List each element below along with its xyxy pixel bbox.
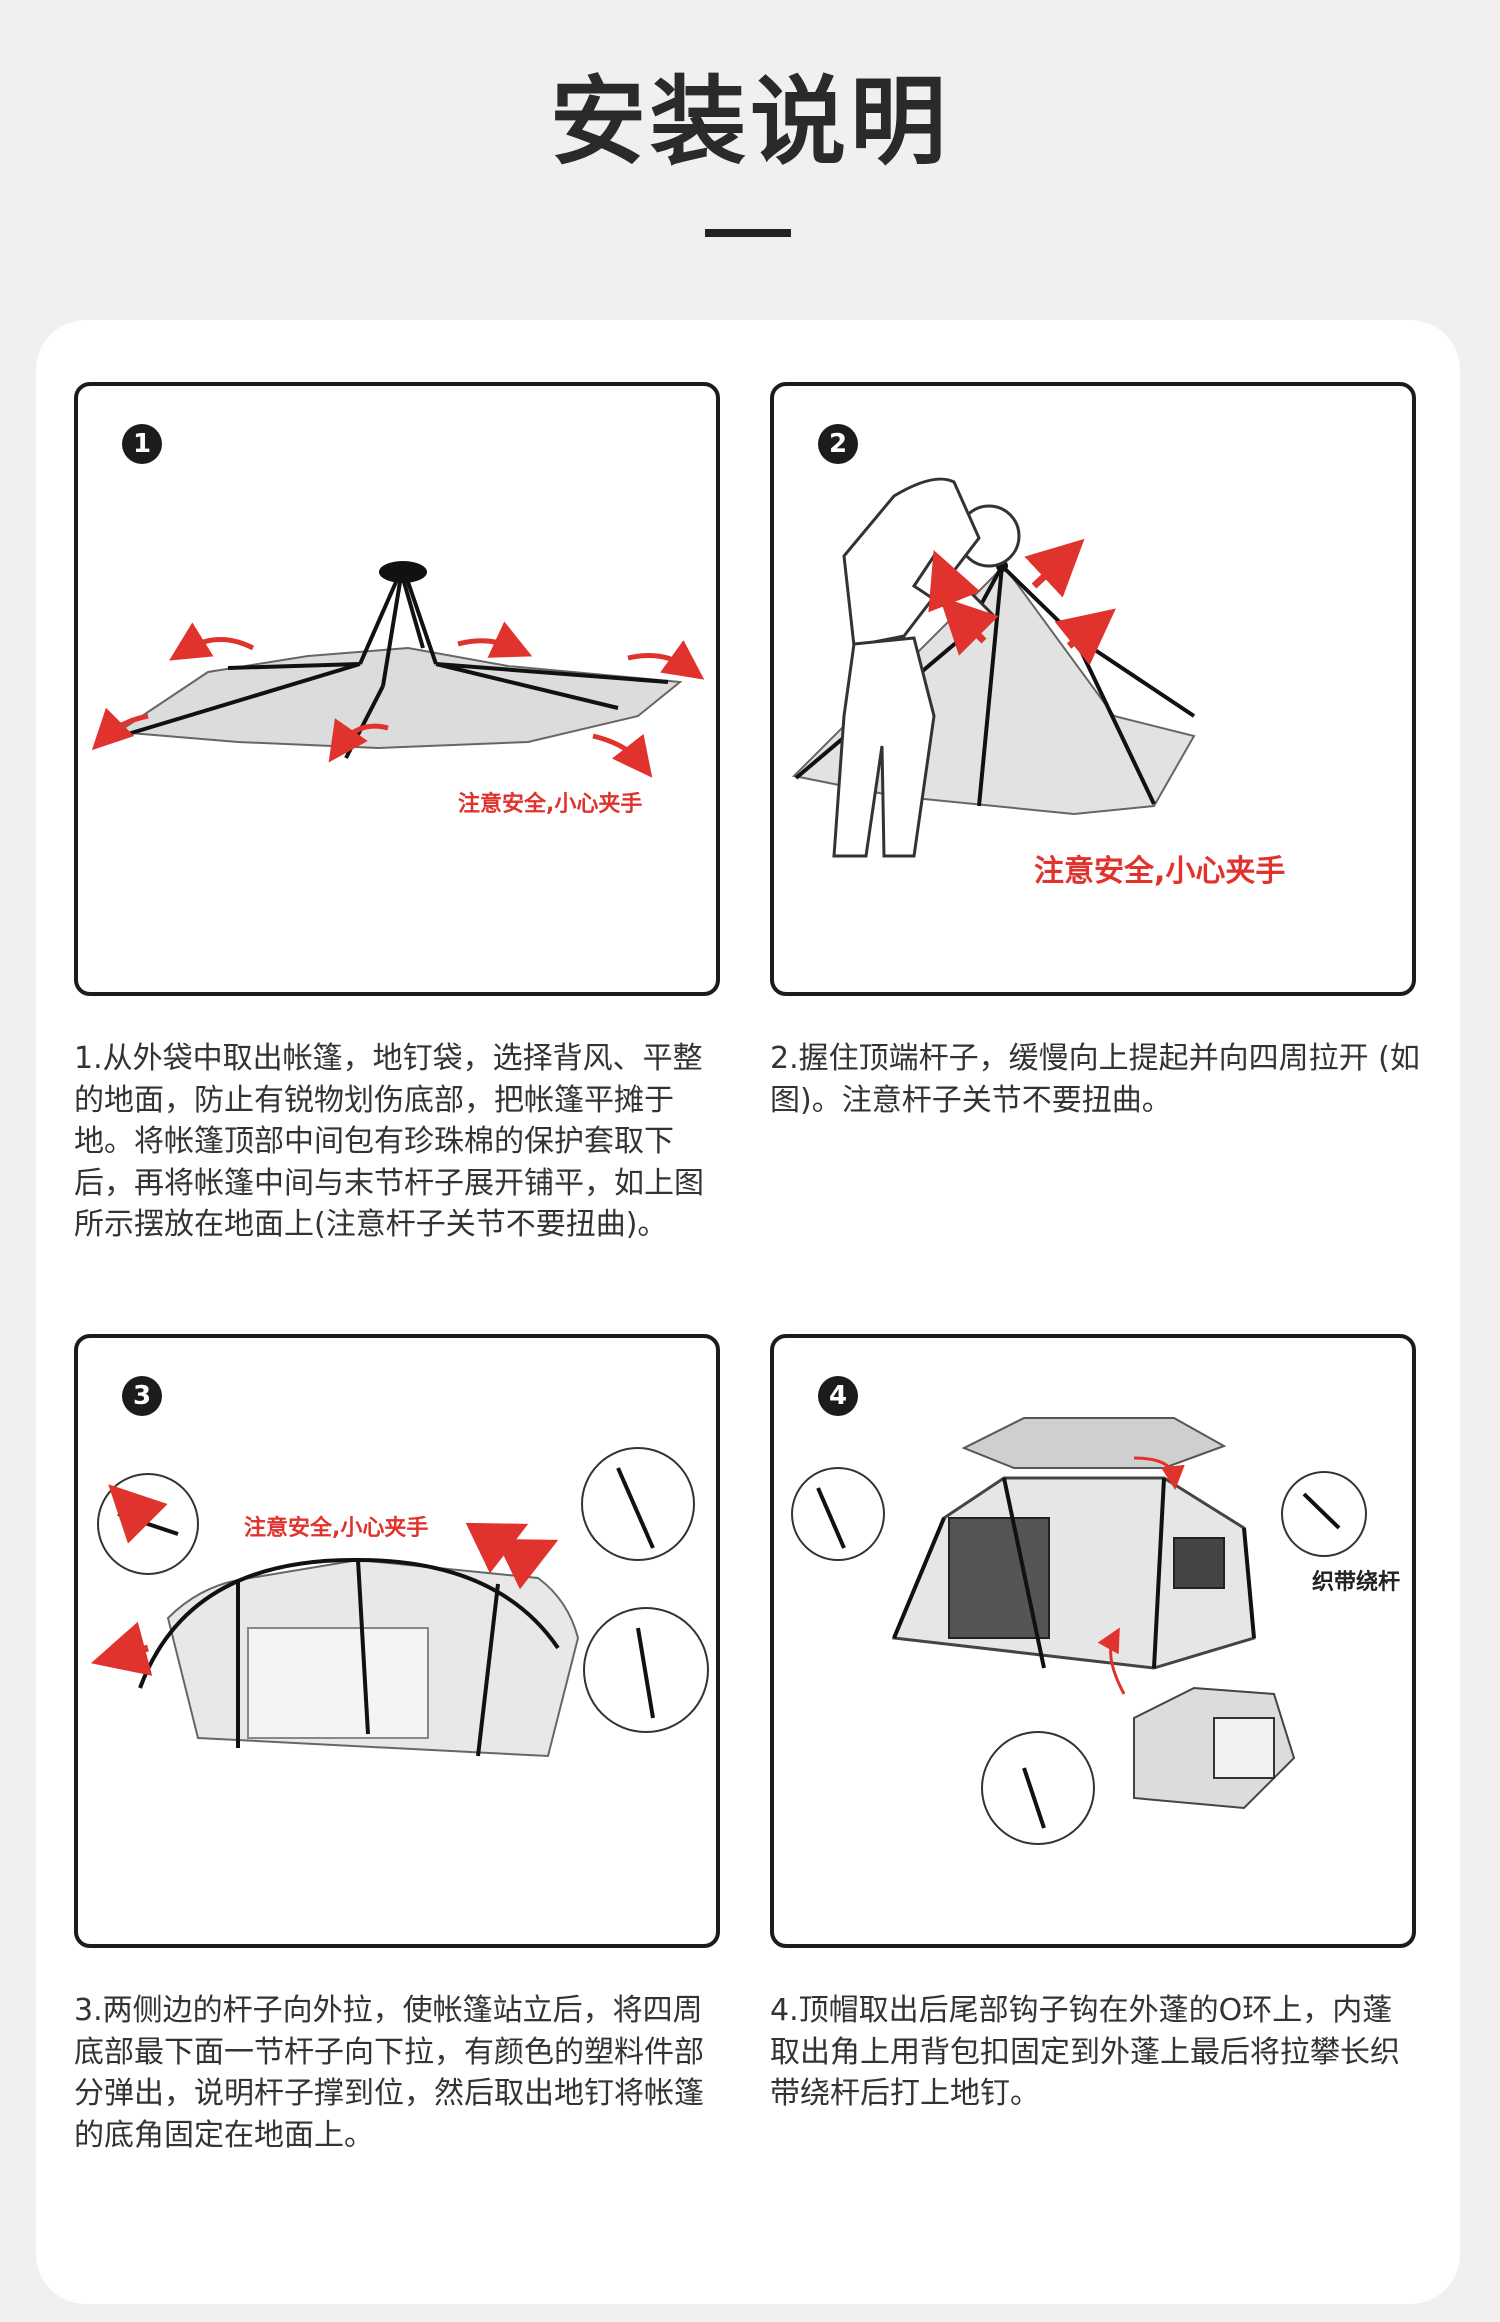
step-1-illustration: 1 bbox=[74, 382, 720, 996]
tent-flat-on-ground-drawing bbox=[78, 386, 718, 992]
step-2-description: 2.握住顶端杆子，缓慢向上提起并向四周拉开 (如图)。注意杆子关节不要扭曲。 bbox=[770, 1038, 1420, 1121]
step-1-safety-warning: 注意安全,小心夹手 bbox=[458, 786, 642, 818]
tent-with-roof-cap-drawing bbox=[774, 1338, 1414, 1944]
instructions-card: 1 bbox=[36, 320, 1460, 2304]
step-4-description: 4.顶帽取出后尾部钩子钩在外蓬的O环上，内蓬取出角上用背包扣固定到外蓬上最后将拉… bbox=[770, 1990, 1420, 2115]
step-2-safety-warning: 注意安全,小心夹手 bbox=[1034, 846, 1285, 890]
title-underline bbox=[705, 229, 791, 237]
step-3-safety-warning: 注意安全,小心夹手 bbox=[244, 1510, 428, 1542]
page-title: 安装说明 bbox=[0, 62, 1500, 182]
step-2-illustration: 2 bbox=[770, 382, 1416, 996]
step-1-description: 1.从外袋中取出帐篷，地钉袋，选择背风、平整的地面，防止有锐物划伤底部，把帐篷平… bbox=[74, 1038, 724, 1246]
person-lifting-tent-drawing bbox=[774, 386, 1414, 992]
step-3-description: 3.两侧边的杆子向外拉，使帐篷站立后，将四周底部最下面一节杆子向下拉，有颜色的塑… bbox=[74, 1990, 724, 2156]
step-4-illustration: 4 bbox=[770, 1334, 1416, 1948]
tent-standing-drawing bbox=[78, 1338, 718, 1944]
step-4-webbing-label: 织带绕杆 bbox=[1312, 1564, 1400, 1596]
step-3-illustration: 3 bbox=[74, 1334, 720, 1948]
